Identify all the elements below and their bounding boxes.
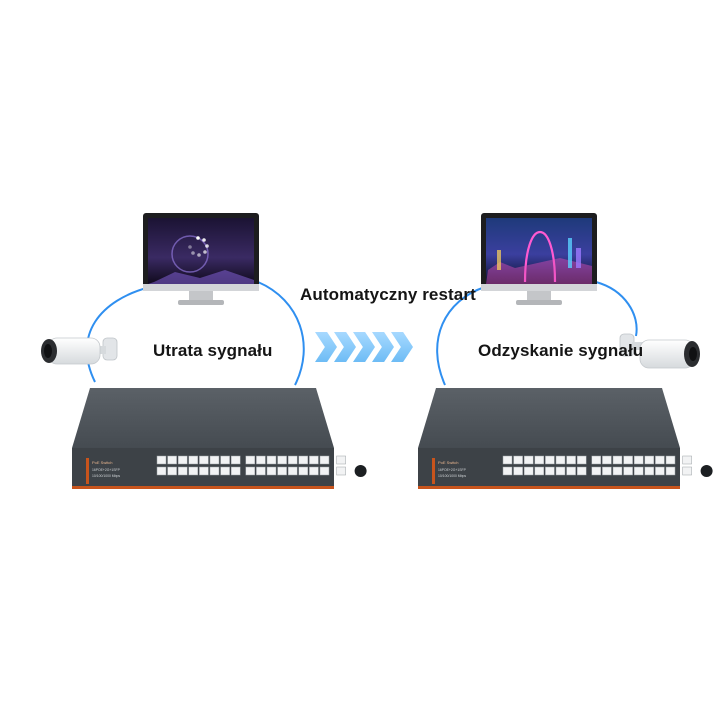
signal-loss-caption: Utrata sygnału [153,341,273,360]
uplink-port [682,455,692,465]
ethernet-port [277,455,287,465]
ethernet-port [555,455,566,465]
ethernet-port [612,455,623,465]
uplink-port [336,466,346,476]
switch-spec-line-1: 16POE+2G+1SFP [92,468,121,472]
ethernet-port [644,455,655,465]
ethernet-port [199,455,209,465]
chevron-right-icon [315,332,337,362]
ethernet-port [220,466,230,476]
ethernet-port [298,455,309,465]
ethernet-port [591,455,602,465]
ethernet-port [266,455,277,465]
uplink-port [682,466,692,476]
switch-spec-line-2: 10/100/1000 Mbps [438,474,466,478]
progress-arrows [315,332,413,362]
ip-camera-icon [41,337,118,365]
ethernet-port [209,455,220,465]
monitor-icon [143,213,259,305]
switch-brand-label: PoE Switch [92,460,112,465]
ethernet-port [156,455,167,465]
chevron-right-icon [391,332,413,362]
chevron-right-icon [372,332,394,362]
ethernet-port [633,455,644,465]
ethernet-port [612,466,623,476]
right-network-group: PoE Switch 16POE+2G+1SFP 10/100/1000 Mbp… [418,213,713,489]
ethernet-port [277,466,287,476]
ethernet-port [188,466,199,476]
ethernet-port [602,455,612,465]
switch-brand-label: PoE Switch [438,460,458,465]
monitor-icon [481,213,597,305]
chevron-right-icon [334,332,356,362]
ethernet-port [309,455,319,465]
ethernet-port [545,455,555,465]
ethernet-port [245,466,256,476]
signal-recovery-caption: Odzyskanie sygnału [478,341,644,360]
ethernet-port [309,466,319,476]
auto-restart-caption: Automatyczny restart [300,285,476,304]
ethernet-port [513,455,523,465]
switch-spec-line-1: 16POE+2G+1SFP [438,468,467,472]
ethernet-port [177,466,188,476]
ethernet-port [156,466,167,476]
switch-spec-line-2: 10/100/1000 Mbps [92,474,120,478]
ethernet-port [623,466,633,476]
ethernet-port [602,466,612,476]
ethernet-port [655,455,665,465]
ethernet-port [523,466,534,476]
ethernet-port [513,466,523,476]
ethernet-port [199,466,209,476]
poe-switch-icon: PoE Switch 16POE+2G+1SFP 10/100/1000 Mbp… [72,388,367,489]
left-network-group: PoE Switch 16POE+2G+1SFP 10/100/1000 Mbp… [41,213,367,489]
ethernet-port [665,455,676,465]
ethernet-port [188,455,199,465]
ethernet-port [209,466,220,476]
uplink-port [336,455,346,465]
ethernet-port [566,455,576,465]
ethernet-port [534,455,545,465]
ethernet-port [245,455,256,465]
ethernet-port [623,455,633,465]
ethernet-port [502,466,513,476]
ethernet-port [220,455,230,465]
ethernet-port [230,466,241,476]
ethernet-port [256,455,266,465]
ethernet-ports [502,455,713,477]
ethernet-port [287,466,298,476]
ethernet-port [167,466,177,476]
ethernet-port [644,466,655,476]
sfp-port [354,465,367,477]
ethernet-port [256,466,266,476]
ethernet-port [633,466,644,476]
ethernet-port [177,455,188,465]
right-link-loop [436,281,638,386]
ethernet-port [319,466,330,476]
ethernet-port [298,466,309,476]
ethernet-port [555,466,566,476]
sfp-port [700,465,713,477]
ethernet-port [566,466,576,476]
ethernet-port [230,455,241,465]
ethernet-port [167,455,177,465]
ethernet-ports [156,455,367,477]
ethernet-port [545,466,555,476]
ethernet-port [576,455,587,465]
poe-switch-icon: PoE Switch 16POE+2G+1SFP 10/100/1000 Mbp… [418,388,713,489]
ethernet-port [319,455,330,465]
loading-spinner-icon [188,236,209,257]
ethernet-port [266,466,277,476]
ethernet-port [665,466,676,476]
ip-camera-icon [619,333,700,369]
ethernet-port [502,455,513,465]
ethernet-port [576,466,587,476]
ethernet-port [287,455,298,465]
ethernet-port [655,466,665,476]
ethernet-port [523,455,534,465]
left-link-loop [85,281,305,386]
ethernet-port [534,466,545,476]
ethernet-port [591,466,602,476]
chevron-right-icon [353,332,375,362]
